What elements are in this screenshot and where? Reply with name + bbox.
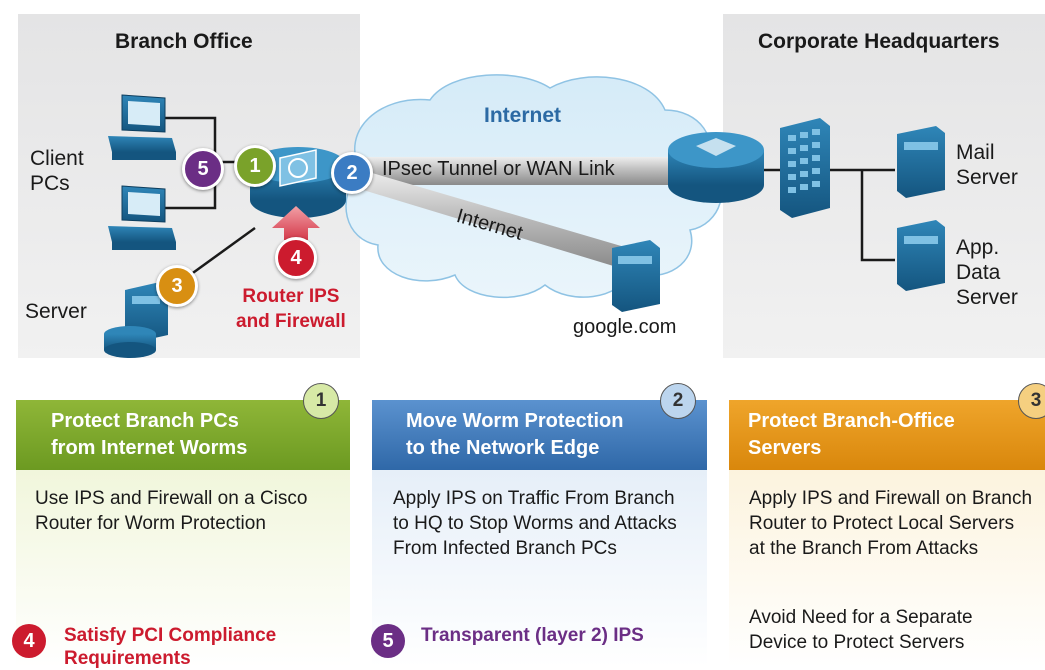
marker-2: 2 <box>331 152 373 194</box>
panel-3-extra: Avoid Need for a Separate Device to Prot… <box>749 607 973 653</box>
client-pc-icon <box>108 94 176 160</box>
branch-server-icon <box>104 282 168 358</box>
marker-5: 5 <box>182 148 224 190</box>
internet-link-icon <box>350 170 628 268</box>
marker-4: 4 <box>275 237 317 279</box>
mail-server-icon <box>897 126 945 198</box>
internet-cloud-title: Internet <box>484 104 562 127</box>
client-pcs-label: Client PCs <box>30 147 84 195</box>
hq-connections <box>764 168 895 262</box>
server-label: Server <box>25 300 87 323</box>
marker-3: 3 <box>156 265 198 307</box>
branch-office-title: Branch Office <box>115 30 253 53</box>
panel-2-body: Apply IPS on Traffic From Branch to HQ t… <box>393 488 677 559</box>
internet-cloud <box>345 74 723 298</box>
marker-1: 1 <box>234 145 276 187</box>
google-label: google.com <box>573 316 677 338</box>
router-ips-label: Router IPS and Firewall <box>236 286 346 332</box>
panel-1-bg <box>16 400 350 667</box>
panel-2-title: Move Worm Protection to the Network Edge <box>406 410 624 459</box>
hq-router-icon <box>668 132 764 203</box>
panel-1-title: Protect Branch PCs from Internet Worms <box>51 410 248 459</box>
footnote-4-marker: 4 <box>12 624 46 658</box>
panel-1-body: Use IPS and Firewall on a Cisco Router f… <box>35 488 308 534</box>
panel-3-body: Apply IPS and Firewall on Branch Router … <box>749 488 1033 559</box>
panel-2-bg <box>372 400 707 667</box>
footnote-5-text: Transparent (layer 2) IPS <box>421 625 644 646</box>
panel-1-badge: 1 <box>303 383 339 419</box>
panel-3-bg <box>729 400 1045 667</box>
ipsec-tunnel-icon <box>345 157 690 185</box>
footnote-4-text: Satisfy PCI Compliance Requirements <box>64 625 277 669</box>
app-server-icon <box>897 220 945 291</box>
panel-3-title: Protect Branch-Office Servers <box>748 410 955 459</box>
panel-3-badge: 3 <box>1018 383 1045 419</box>
headquarters-area <box>723 14 1045 358</box>
headquarters-title: Corporate Headquarters <box>758 30 1000 53</box>
hq-firewall-icon <box>780 118 830 218</box>
panel-2-badge: 2 <box>660 383 696 419</box>
client-pc-icon <box>108 185 176 250</box>
mail-server-label: Mail Server <box>956 141 1018 189</box>
footnote-5-marker: 5 <box>371 624 405 658</box>
app-server-label: App. Data Server <box>956 236 1018 309</box>
red-arrow-icon <box>272 206 320 240</box>
google-server-icon <box>612 240 660 312</box>
tunnel-label: IPsec Tunnel or WAN Link <box>382 158 615 180</box>
